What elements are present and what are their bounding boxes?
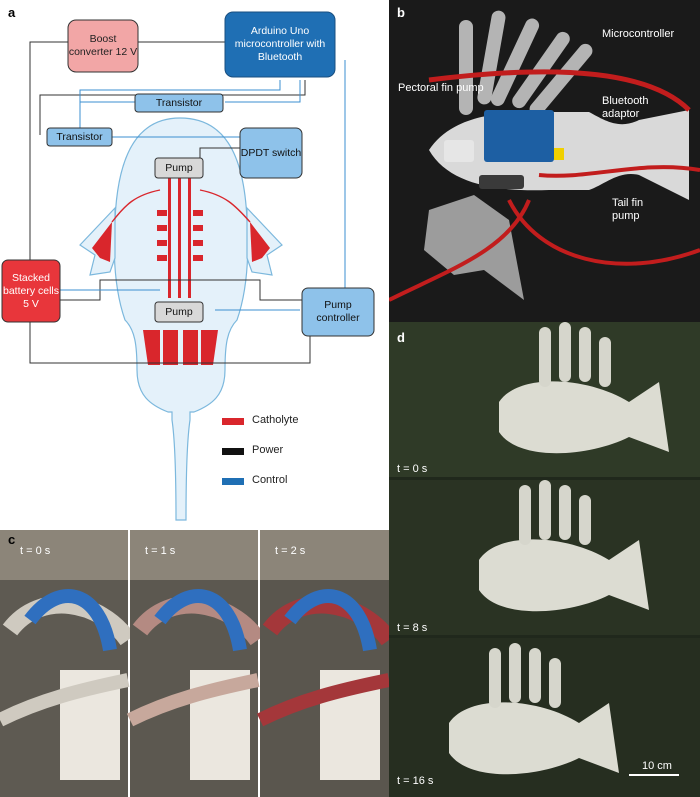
panel-c-time-2: t = 2 s [275,545,306,557]
arduino-label: Arduino Uno microcontroller with Bluetoo… [234,25,326,63]
bluetooth-adaptor-label: Bluetooth adaptor [602,95,649,120]
panel-label-d: d [397,330,405,345]
panel-c-frame-2 [256,530,389,797]
legend-catholyte: Catholyte [252,414,299,426]
panel-c-time-1: t = 1 s [145,545,176,557]
battery-label: Stacked battery cells 5 V [2,271,60,310]
legend-control: Control [252,474,288,486]
pump-controller-label: Pump controller [316,299,360,324]
panel-label-a: a [8,5,16,20]
panel-d-frame-2 [389,638,700,797]
legend-power-swatch [222,448,244,455]
panel-d-time-2: t = 16 s [397,775,434,787]
panel-label-b: b [397,5,405,20]
panel-label-c: c [8,532,16,547]
right-fin-catholyte [250,222,270,262]
panel-b-photo [389,0,700,322]
pump-top-label: Pump [165,161,193,174]
left-fin-catholyte [92,222,112,262]
control-wires [60,60,346,311]
body-catholyte-channels [157,178,203,298]
pump-bottom-label: Pump [165,305,193,318]
schematic-diagram [1,11,375,521]
legend-power: Power [252,444,284,456]
legend-catholyte-swatch [222,418,244,425]
tail-catholyte [143,330,218,365]
panel-c-time-0: t = 0 s [20,545,51,557]
panel-d-frame-0 [389,322,700,477]
dpdt-switch-label: DPDT switch [240,146,302,159]
pectoral-fin-pump-label: Pectoral fin pump [398,82,484,94]
panel-c-frame-0 [0,530,136,797]
panel-d-frame-1 [389,480,700,635]
panel-c-frame-1 [126,530,266,797]
legend-control-swatch [222,478,244,485]
microcontroller-label: Microcontroller [602,28,675,40]
panel-c-photos [0,530,389,797]
panel-d-time-1: t = 8 s [397,622,428,634]
tail-fin-pump-label: Tail fin pump [612,197,644,222]
boost-converter-label: Boost converter 12 V [68,33,138,58]
robot-fish-top-view [389,0,700,322]
panel-d-photos [389,322,700,797]
transistor-top-label: Transistor [155,96,203,109]
scale-bar [629,774,679,776]
panel-d-time-0: t = 0 s [397,463,428,475]
transistor-left-label: Transistor [56,130,103,143]
scale-bar-label: 10 cm [642,760,672,772]
